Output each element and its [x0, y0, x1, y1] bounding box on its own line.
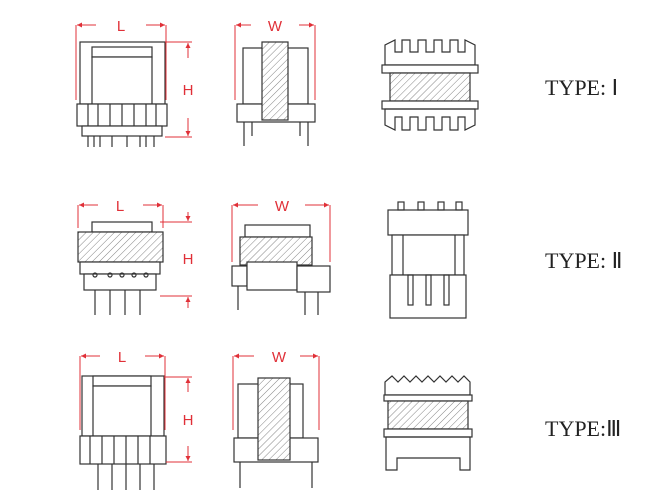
- type1-length-dimension: L: [75, 18, 167, 100]
- type2-front-view: [77, 221, 164, 315]
- height-label: H: [183, 82, 194, 99]
- width-label: W: [272, 349, 287, 366]
- type-2-label: TYPE: Ⅱ: [545, 248, 622, 273]
- type2-top-view: [387, 201, 469, 319]
- type1-front-view: [76, 41, 168, 147]
- type3-width-dimension: W: [232, 349, 320, 430]
- type3-side-view: [233, 377, 319, 488]
- height-label: H: [183, 412, 194, 429]
- type3-height-dimension: H: [164, 376, 194, 463]
- width-label: W: [275, 198, 290, 215]
- type3-length-dimension: L: [79, 349, 166, 430]
- width-label: W: [268, 18, 283, 35]
- type1-side-view: [236, 41, 316, 146]
- type1-height-dimension: H: [165, 41, 194, 138]
- type-3-label: TYPE:Ⅲ: [545, 416, 621, 441]
- type-1-label: TYPE: Ⅰ: [545, 75, 618, 100]
- type2-height-dimension: H: [160, 212, 193, 308]
- type2-length-dimension: L: [77, 198, 164, 228]
- length-label: L: [116, 198, 124, 215]
- length-label: L: [117, 18, 125, 35]
- type2-side-view: [231, 224, 331, 315]
- type1-width-dimension: W: [234, 18, 316, 100]
- type3-top-view: [383, 375, 473, 471]
- height-label: H: [183, 251, 194, 268]
- type2-width-dimension: W: [231, 198, 331, 262]
- length-label: L: [118, 349, 126, 366]
- type1-top-view: [381, 39, 479, 131]
- type3-front-view: [79, 375, 167, 490]
